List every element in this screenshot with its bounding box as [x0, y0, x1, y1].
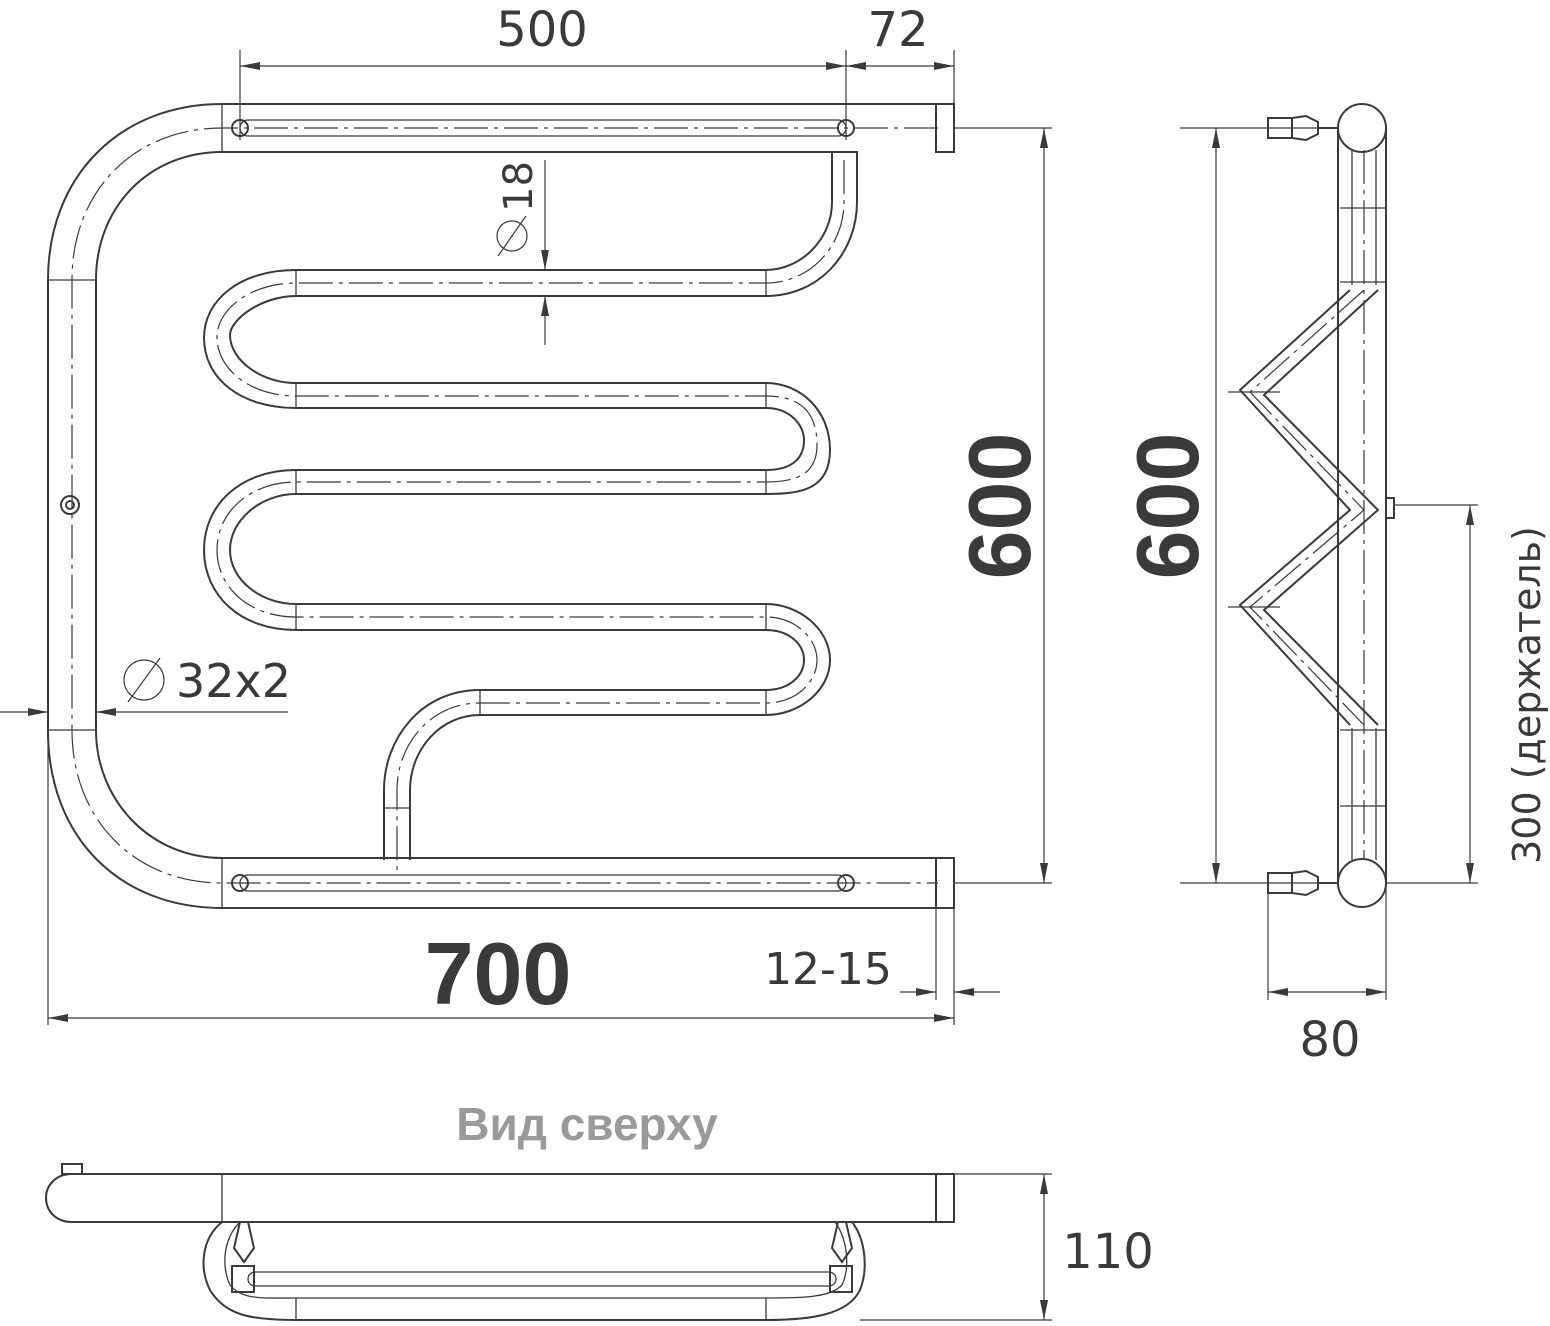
collector-inner-contour — [95, 151, 955, 859]
dim-18 — [496, 160, 549, 345]
dim-700 — [47, 730, 955, 1025]
dim-12-15-label: 12-15 — [764, 944, 892, 995]
top-view: Вид сверху 110 — [44, 1098, 1154, 1321]
top-view-coil-inner — [224, 1221, 848, 1299]
dim-600-front-label: 600 — [950, 433, 1049, 580]
front-view: 500 72 18 32x2 600 — [0, 2, 1052, 1025]
dim-32x2 — [0, 657, 288, 716]
bottom-right-mount-hole — [837, 874, 855, 892]
dim-80-label: 80 — [1299, 1012, 1360, 1068]
top-end-cap — [935, 103, 955, 153]
dim-32x2-label: 32x2 — [176, 654, 291, 708]
bottom-end-cap — [935, 857, 955, 909]
top-view-left-mount — [231, 1221, 256, 1293]
coil-joints — [295, 151, 857, 809]
top-view-collector — [44, 1173, 955, 1223]
dim-500 — [239, 50, 955, 140]
dim-600-side-label: 600 — [1118, 433, 1217, 580]
dim-72-label: 72 — [867, 2, 928, 58]
top-view-caption: Вид сверху — [456, 1098, 718, 1150]
bottom-shelf-tube — [239, 874, 847, 892]
side-zigzag-center — [1249, 289, 1365, 726]
top-view-shelf-tube — [247, 1271, 837, 1287]
dim-500-label: 500 — [496, 2, 588, 58]
side-top-collector — [1337, 103, 1387, 153]
dim-12-15 — [900, 908, 1000, 1000]
top-view-right-mount — [829, 1221, 854, 1293]
holder-point-inner — [65, 500, 75, 510]
collector-centerline — [71, 127, 938, 884]
side-zigzag-outer — [1238, 289, 1352, 726]
dim-700-label: 700 — [425, 924, 572, 1023]
side-joints — [1340, 207, 1386, 807]
dim-18-label: 18 — [496, 161, 542, 212]
side-bottom-collector — [1337, 858, 1387, 908]
side-zigzag-inner — [1262, 289, 1380, 726]
side-holder-stub — [1385, 497, 1395, 519]
dim-80 — [1267, 883, 1387, 1000]
collector-outer-contour — [47, 103, 955, 909]
holder-point-outer — [60, 495, 80, 515]
dim-600-front — [955, 127, 1052, 884]
top-view-end-cap — [935, 1173, 955, 1223]
top-view-coil-outer — [202, 1221, 866, 1321]
bottom-left-mount-hole — [231, 874, 249, 892]
coil-outer-contour — [228, 152, 858, 860]
side-view: 600 300 (держатель) 80 — [1118, 103, 1549, 1068]
dim-300-label: 300 (держатель) — [1505, 526, 1549, 864]
dim-110 — [860, 1173, 1052, 1321]
dim-110-label: 110 — [1062, 1224, 1154, 1280]
dim-600-side — [1180, 127, 1338, 884]
top-view-holder-tab — [61, 1163, 83, 1175]
dim-300 — [1386, 504, 1478, 884]
coil-inner-contour — [202, 152, 833, 860]
coil-centerline — [216, 160, 845, 870]
